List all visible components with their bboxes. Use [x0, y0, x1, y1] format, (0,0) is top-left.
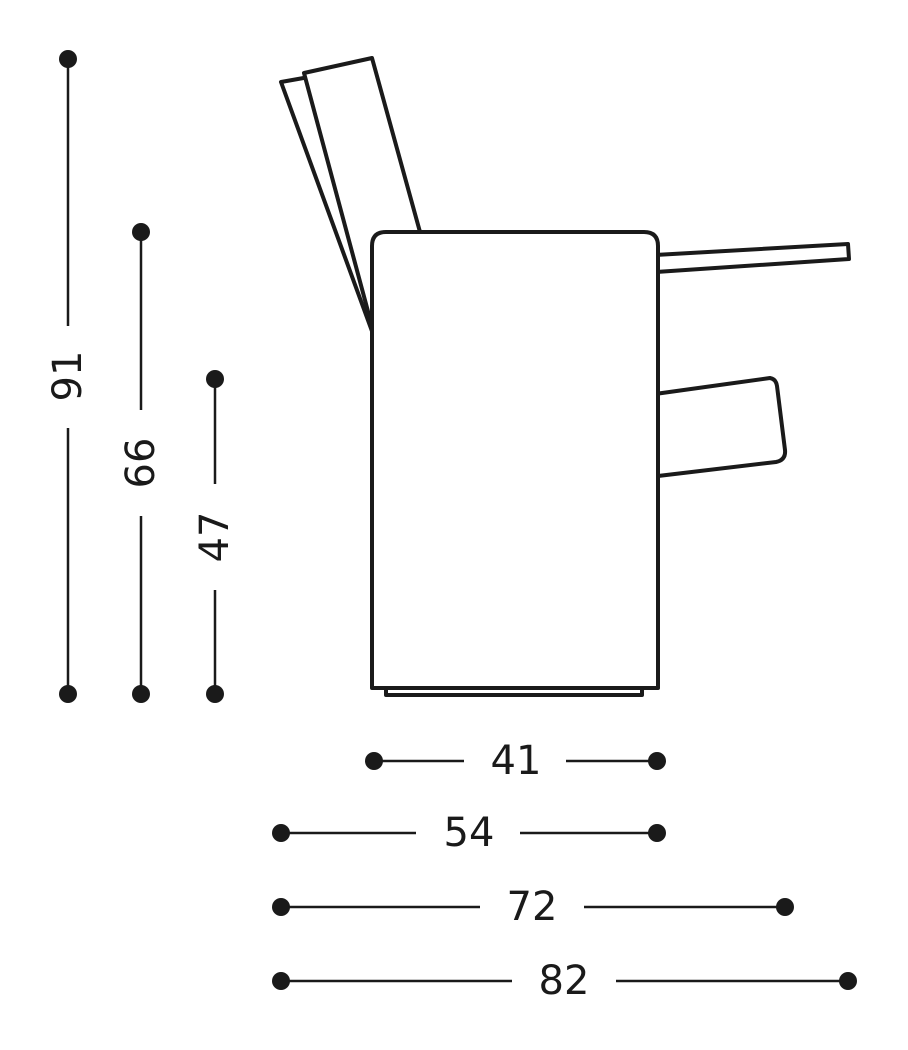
dimension-label-47: 47 [192, 512, 238, 563]
dimension-41: 41 [365, 738, 666, 784]
dimension-91: 91 [45, 50, 91, 703]
dimension-54: 54 [272, 810, 666, 856]
upper-armrest [653, 242, 851, 274]
dimension-label-54: 54 [444, 810, 495, 856]
dimension-72: 72 [272, 884, 794, 930]
dimension-66: 66 [118, 223, 164, 703]
base-plate [384, 686, 644, 697]
dimension-47: 47 [192, 370, 238, 703]
dimension-label-82: 82 [539, 958, 590, 1004]
dimension-label-66: 66 [118, 438, 164, 489]
dimension-label-91: 91 [45, 351, 91, 402]
dimension-82: 82 [272, 958, 857, 1004]
footrest [653, 376, 788, 478]
chair-side-view [279, 56, 851, 697]
dimension-label-72: 72 [507, 884, 558, 930]
dimension-label-41: 41 [491, 738, 542, 784]
chair-body [370, 230, 660, 690]
